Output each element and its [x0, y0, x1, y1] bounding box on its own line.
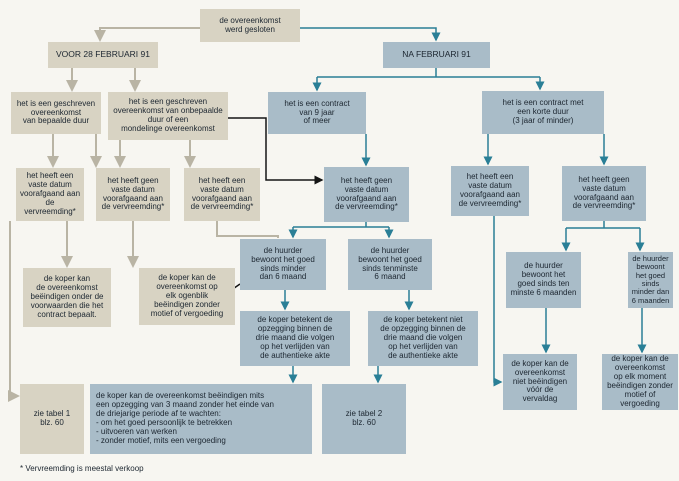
tenant-min-6-months-node: de huurder bewoont het goed sinds tenmin… [348, 239, 432, 290]
line-to-table1 [8, 221, 20, 402]
notice-not-given-node: de koper betekent niet de opzegging binn… [368, 311, 478, 366]
left-has-date-2-node: het heeft een vaste datum voorafgaand aa… [184, 168, 260, 221]
table-1-reference: zie tabel 1 blz. 60 [20, 384, 84, 454]
left-no-date-node: het heeft geen vaste datum voorafgaand a… [96, 168, 170, 221]
buyer-end-anytime-2-node: de koper kan de overeenkomst op elk mome… [602, 354, 678, 410]
written-indefinite-node: het is een geschreven overeenkomst van o… [108, 92, 228, 140]
table-2-reference: zie tabel 2 blz. 60 [322, 384, 406, 454]
line-after-split [317, 68, 540, 78]
after-feb91-node: NA FEBRUARI 91 [383, 42, 490, 68]
left-has-date-node: het heeft een vaste datum voorafgaand aa… [16, 168, 84, 221]
written-fixed-term-node: het is een geschreven overeenkomst van b… [11, 92, 101, 134]
line-c9-split [293, 222, 389, 228]
line-sc-nodate-split [566, 221, 640, 229]
line-indef-to-contract9-nodate [228, 117, 324, 185]
buyer-end-terms-node: de koper kan de overeenkomst beëindigen … [23, 268, 111, 327]
buyer-cannot-end-node: de koper kan de overeenkomst niet beëind… [503, 354, 577, 410]
line-hasdate2-down [216, 221, 279, 238]
notice-given-node: de koper betekent de opzegging binnen de… [240, 311, 350, 366]
buyer-end-anytime-node: de koper kan de overeenkomst op elk ogen… [139, 268, 235, 325]
short-tenant-less-6-node: de huurder bewoont het goed sinds minder… [628, 252, 673, 308]
short-has-date-node: het heeft een vaste datum voorafgaand aa… [451, 166, 529, 216]
line-start-before [94, 27, 200, 42]
line-sc-hasdate-cannot [493, 216, 503, 387]
contract9-no-date-node: het heeft geen vaste datum voorafgaand a… [324, 167, 409, 222]
footnote: * Vervreemding is meestal verkoop [20, 464, 144, 473]
tenant-less-6-months-node: de huurder bewoont het goed sinds minder… [240, 239, 326, 290]
short-contract-node: het is een contract met een korte duur (… [482, 91, 604, 134]
line-start-after [300, 27, 441, 42]
short-tenant-min-6-node: de huurder bewoont het goed sinds ten mi… [506, 252, 581, 308]
contract-9-years-node: het is een contract van 9 jaar of meer [268, 92, 366, 134]
short-no-date-node: het heeft geen vaste datum voorafgaand a… [562, 166, 646, 221]
buyer-end-3-months-node: de koper kan de overeenkomst beëindigen … [90, 384, 312, 454]
before-feb91-node: VOOR 28 FEBRUARI 91 [48, 42, 158, 68]
start-node: de overeenkomst werd gesloten [200, 9, 300, 42]
